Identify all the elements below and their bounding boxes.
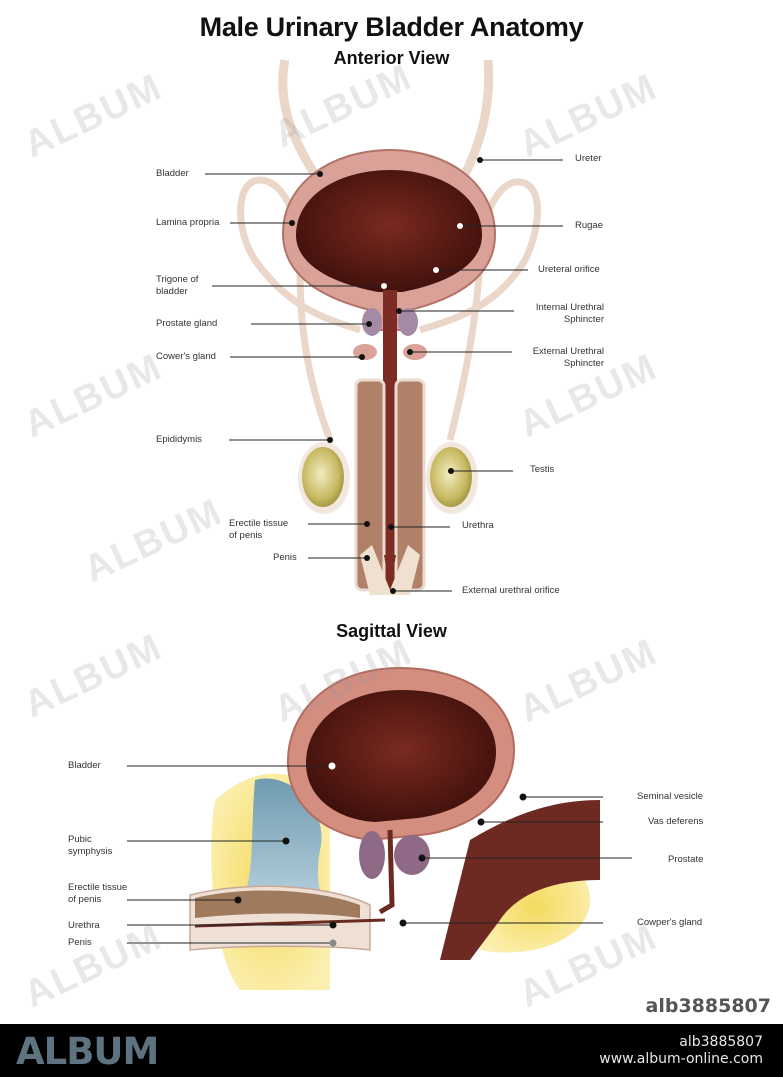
label-urethra: Urethra <box>462 520 494 531</box>
anatomy-illustration <box>127 59 632 990</box>
image-id-tag: alb3885807 <box>645 995 771 1017</box>
sagittal-leader-lines <box>127 765 632 944</box>
label-epididymis: Epididymis <box>156 434 202 445</box>
label-sagittal-erectile-tissue: Erectile tissue of penis <box>68 882 128 905</box>
figure-title: Male Urinary Bladder Anatomy <box>199 12 584 42</box>
label-ureter: Ureter <box>575 153 602 164</box>
footer-bar: ALBUM alb3885807 www.album-online.com <box>0 1024 783 1077</box>
sagittal-view-heading: Sagittal View <box>336 621 447 641</box>
album-logo[interactable]: ALBUM <box>16 1030 159 1073</box>
anterior-testes <box>298 442 478 514</box>
label-sagittal-bladder: Bladder <box>68 760 101 771</box>
sagittal-prostate <box>359 829 430 915</box>
label-penis: Penis <box>273 552 297 563</box>
label-bladder: Bladder <box>156 168 189 179</box>
label-trigone-of-bladder: Trigone of bladder <box>156 274 199 297</box>
label-prostate: Prostate <box>668 854 704 865</box>
label-ureteral-orifice: Ureteral orifice <box>538 264 600 275</box>
anterior-leader-dots <box>289 157 483 594</box>
footer-url[interactable]: www.album-online.com <box>599 1051 763 1067</box>
sagittal-leader-dots <box>234 762 527 947</box>
label-sagittal-urethra: Urethra <box>68 920 100 931</box>
label-lamina-propria: Lamina propria <box>156 217 220 228</box>
label-cowpers-gland: Cowper's gland <box>637 917 703 928</box>
label-prostate-gland: Prostate gland <box>156 318 218 329</box>
anterior-view-heading: Anterior View <box>333 48 450 68</box>
footer-image-id: alb3885807 <box>679 1034 763 1050</box>
sagittal-bladder <box>286 666 516 842</box>
label-rugae: Rugae <box>575 220 603 231</box>
label-pubic-symphysis: Pubic symphysis <box>68 834 113 857</box>
label-sagittal-penis: Penis <box>68 937 92 948</box>
label-external-urethral-orifice: External urethral orifice <box>462 585 560 596</box>
label-testis: Testis <box>530 464 555 475</box>
anterior-bladder <box>281 148 497 590</box>
anterior-ureters <box>237 59 541 442</box>
label-internal-urethral-sphincter: Internal Urethral Sphincter <box>535 302 604 325</box>
sagittal-rectum <box>440 800 600 960</box>
footer-meta: alb3885807 www.album-online.com <box>599 1034 763 1068</box>
label-seminal-vesicle: Seminal vesicle <box>637 791 703 802</box>
anterior-leader-lines <box>205 159 563 592</box>
label-vas-deferens: Vas deferens <box>648 816 704 827</box>
label-erectile-tissue: Erectile tissue of penis <box>229 518 289 541</box>
anterior-penis-shaft <box>354 378 426 595</box>
sagittal-penis <box>189 885 386 951</box>
label-cowers-gland: Cower's gland <box>156 351 216 362</box>
label-external-urethral-sphincter: External Urethral Sphincter <box>532 346 604 369</box>
